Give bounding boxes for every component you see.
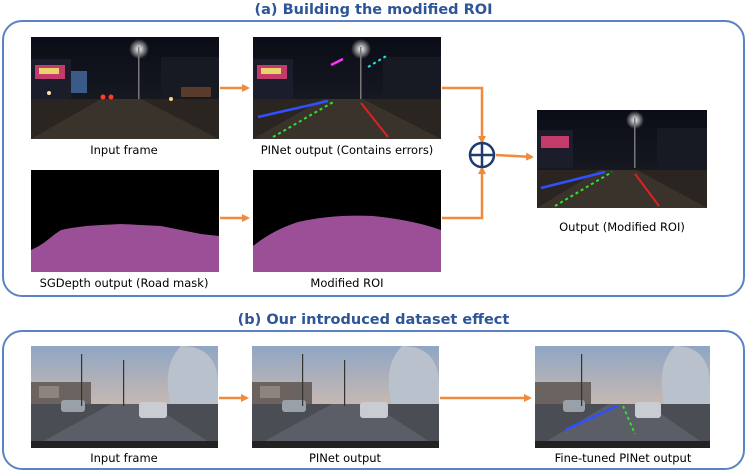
caption-modified-roi: Modified ROI	[310, 276, 384, 290]
section-a-panel	[2, 20, 745, 297]
plus-operator-icon	[468, 141, 496, 169]
caption-input-frame-a: Input frame	[90, 143, 158, 157]
section-b-arrows	[219, 394, 532, 402]
sgdepth-road-mask-image	[31, 170, 219, 272]
caption-pinet-output-b: PINet output	[308, 451, 382, 465]
pinet-output-errors-image	[253, 37, 441, 139]
modified-roi-image	[253, 170, 441, 272]
caption-output-modified-roi: Output (Modified ROI)	[559, 220, 685, 234]
section-b-title: (b) Our introduced dataset effect	[237, 312, 510, 328]
caption-sgdepth-output: SGDepth output (Road mask)	[39, 276, 209, 290]
section-b-panel	[2, 330, 745, 470]
caption-input-frame-b: Input frame	[90, 451, 158, 465]
caption-pinet-output-a: PINet output (Contains errors)	[260, 143, 434, 157]
pinet-output-day-image	[252, 346, 439, 448]
input-frame-night-image	[31, 37, 219, 139]
section-a-arrows	[220, 84, 534, 222]
finetuned-pinet-output-image	[535, 346, 710, 448]
output-modified-roi-image	[537, 110, 707, 208]
caption-finetuned-pinet-output: Fine-tuned PINet output	[554, 451, 692, 465]
input-frame-day-image	[31, 346, 218, 448]
section-a-title: (a) Building the modified ROI	[254, 2, 493, 18]
